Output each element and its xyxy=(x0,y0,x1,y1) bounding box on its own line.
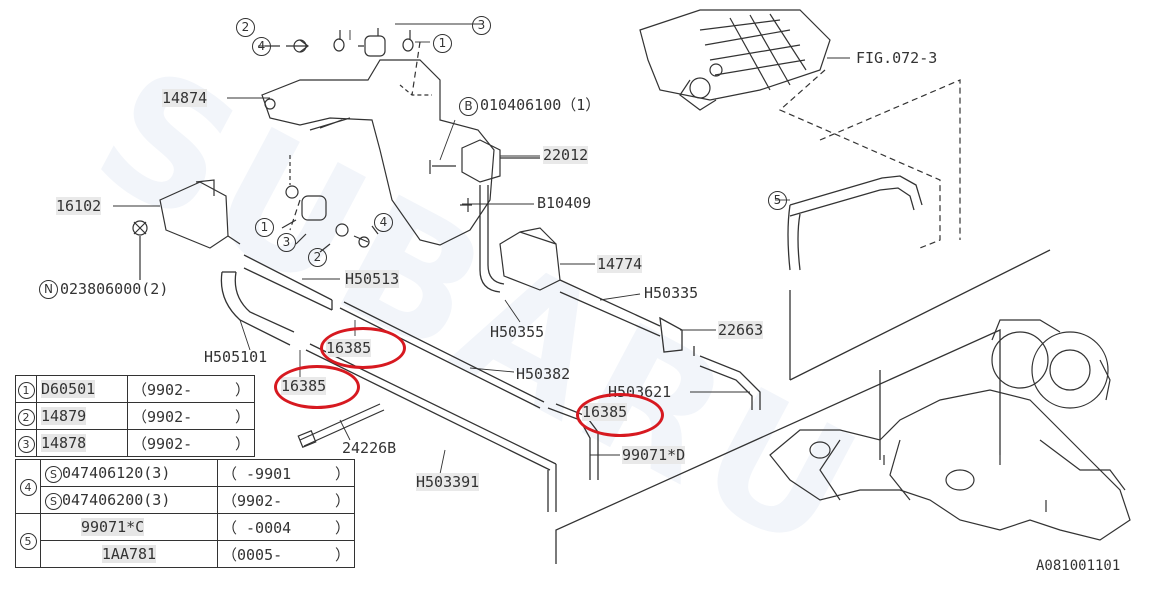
legend-range-end-3: ） xyxy=(234,434,250,453)
label-22663: 22663 xyxy=(718,321,764,339)
legend-row-3: 3 14878 （9902- ） xyxy=(15,429,255,457)
dashed-leaders xyxy=(289,41,961,249)
legend-range-5b: （0005- xyxy=(222,545,283,564)
label-24226B: 24226B xyxy=(342,439,397,457)
callout-1-top: 1 xyxy=(433,34,452,53)
legend-range-end-4b: ） xyxy=(334,491,350,510)
legend-range-4b: （9902- xyxy=(222,491,283,510)
label-023806000: 023806000(2) xyxy=(60,280,169,298)
top-washer-group xyxy=(265,28,414,57)
label-H50335: H50335 xyxy=(644,284,699,302)
legend-range-end-1: ） xyxy=(234,380,250,399)
legend-part-1: D60501 xyxy=(41,380,96,398)
legend-row-5b: 1AA781 （0005- ） xyxy=(16,540,355,568)
callout-4-mid: 4 xyxy=(374,213,393,232)
label-16102: 16102 xyxy=(56,197,102,215)
label-H50513: H50513 xyxy=(345,270,400,288)
legend-range-5a: （ -0004 xyxy=(222,518,292,537)
engine-block xyxy=(639,9,831,111)
callout-3-mid: 3 xyxy=(277,233,296,252)
legend-range-4a: （ -9901 xyxy=(222,464,292,483)
legend-row-5a: 5 99071*C （ -0004 ） xyxy=(15,513,355,568)
legend-range-end-5b: ） xyxy=(334,545,350,564)
label-16385-b: 16385 xyxy=(281,377,327,395)
legend-part-3: 14878 xyxy=(41,434,87,452)
mid-washer-group xyxy=(281,155,379,253)
legend-index-2: 2 xyxy=(17,408,35,426)
callout-2-top: 2 xyxy=(236,18,255,37)
legend-part-5a: 99071*C xyxy=(81,518,145,536)
legend-index-5: 5 xyxy=(19,533,37,550)
legend-part-4a: 047406120(3) xyxy=(62,463,171,482)
label-99071D: 99071*D xyxy=(622,446,686,464)
hoses xyxy=(220,175,1051,564)
legend-s-mark-4a: S xyxy=(45,465,62,483)
legend-range-1: （9902- xyxy=(132,380,193,399)
callout-3-top: 3 xyxy=(472,16,491,35)
legend-row-1: 1 D60501 （9902- ） xyxy=(15,375,255,403)
callout-2-mid: 2 xyxy=(308,248,327,267)
callout-5: 5 xyxy=(768,191,787,210)
legend-range-end-5a: ） xyxy=(334,518,350,537)
label-22012: 22012 xyxy=(543,146,589,164)
legend-range-2: （9902- xyxy=(132,407,193,426)
label-010406100: 010406100（1） xyxy=(480,96,601,114)
callout-N: N xyxy=(39,280,58,299)
callout-4-top: 4 xyxy=(252,37,271,56)
parts-legend-table: 1 D60501 （9902- ） 2 14879 （9902- ） 3 14878… xyxy=(15,375,255,457)
label-H505101: H505101 xyxy=(204,348,268,366)
legend-range-3: （9902- xyxy=(132,434,193,453)
legend-range-end-4a: ） xyxy=(334,464,350,483)
label-H50355: H50355 xyxy=(490,323,545,341)
label-H503391: H503391 xyxy=(416,473,480,491)
label-16385-a: 16385 xyxy=(326,339,372,357)
legend-index-4: 4 xyxy=(19,479,37,496)
label-14874: 14874 xyxy=(162,89,208,107)
legend-s-mark-4b: S xyxy=(45,492,62,510)
legend-row-2: 2 14879 （9902- ） xyxy=(15,402,255,430)
turbo-exhaust xyxy=(769,319,1131,541)
legend-range-end-2: ） xyxy=(234,407,250,426)
solenoid-16102 xyxy=(132,179,241,280)
callout-B: B xyxy=(459,97,478,116)
label-H503621: H503621 xyxy=(608,383,672,401)
label-fig-072-3: FIG.072-3 xyxy=(856,49,938,67)
legend-index-3: 3 xyxy=(17,435,35,453)
callout-1-mid: 1 xyxy=(255,218,274,237)
legend-part-5b: 1AA781 xyxy=(101,545,157,563)
figure-code: A081001101 xyxy=(1036,558,1121,574)
label-14774: 14774 xyxy=(597,255,643,273)
label-16385-c: 16385 xyxy=(582,403,628,421)
sensor-22012 xyxy=(429,139,540,183)
label-B10409: B10409 xyxy=(537,194,592,212)
legend-part-2: 14879 xyxy=(41,407,87,425)
legend-part-4b: 047406200(3) xyxy=(62,490,171,509)
legend-index-1: 1 xyxy=(17,381,35,399)
label-H50382: H50382 xyxy=(516,365,571,383)
tie-24226B xyxy=(297,403,385,448)
